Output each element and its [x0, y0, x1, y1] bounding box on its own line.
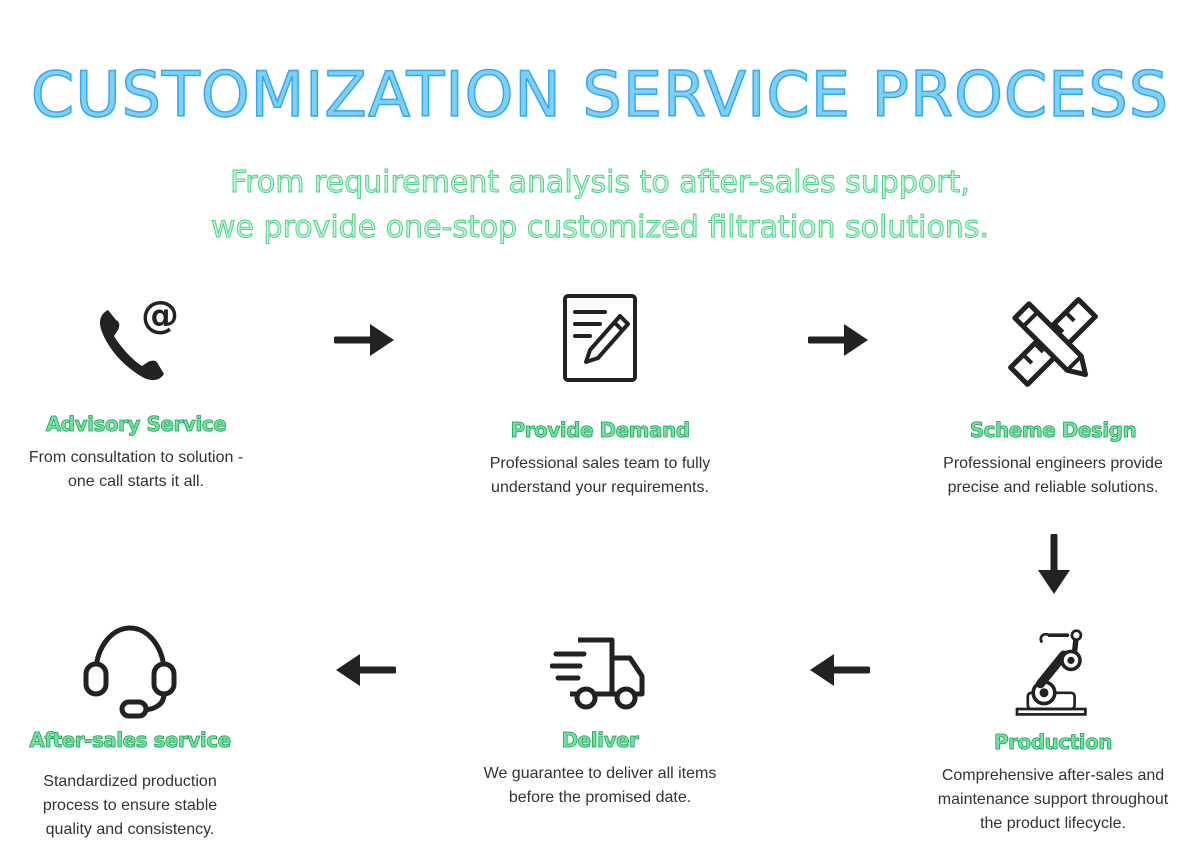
arrow-left-icon	[336, 654, 396, 686]
arrow-left-icon	[810, 654, 870, 686]
arrow-right-icon	[334, 324, 394, 356]
step-advisory-service: @ Advisory Service From consultation to …	[0, 290, 272, 494]
step-description: Professional sales team to fully underst…	[489, 455, 711, 496]
step-label: Deliver	[561, 728, 639, 753]
arrow-right-icon	[808, 324, 868, 356]
step-label: Production	[993, 730, 1113, 755]
step-label: Scheme Design	[969, 418, 1137, 443]
step-scheme-design: Scheme Design Professional engineers pro…	[910, 292, 1196, 500]
subtitle-line-2: we provide one-stop customized filtratio…	[211, 210, 990, 246]
step-provide-demand: Provide Demand Professional sales team t…	[460, 292, 740, 500]
step-description: We guarantee to deliver all items before…	[483, 765, 717, 806]
step-description: Professional engineers provide precise a…	[943, 455, 1163, 496]
ruler-pencil-icon	[1008, 297, 1098, 387]
headset-icon	[83, 625, 177, 719]
page-title: CUSTOMIZATION SERVICE PROCESS	[30, 57, 1170, 132]
step-after-sales-service: After-sales service Standardized product…	[0, 622, 260, 842]
robot-arm-icon	[1015, 629, 1087, 716]
step-label: Provide Demand	[510, 418, 690, 443]
step-deliver: Deliver We guarantee to deliver all item…	[455, 622, 745, 810]
step-description: Standardized production process to ensur…	[42, 773, 218, 838]
svg-text:@: @	[141, 293, 179, 337]
step-label: Advisory Service	[45, 412, 227, 437]
subtitle-line-1: From requirement analysis to after-sales…	[230, 165, 971, 201]
page-subtitle: From requirement analysis to after-sales…	[0, 160, 1200, 250]
document-pen-icon	[563, 294, 637, 382]
step-production: Production Comprehensive after-sales and…	[910, 628, 1196, 836]
step-description: Comprehensive after-sales and maintenanc…	[937, 767, 1169, 832]
step-description: From consultation to solution - one call…	[28, 449, 244, 490]
arrow-down-icon	[1038, 534, 1070, 594]
phone-at-icon: @	[100, 293, 179, 381]
delivery-truck-icon	[550, 637, 645, 710]
step-label: After-sales service	[29, 728, 232, 753]
